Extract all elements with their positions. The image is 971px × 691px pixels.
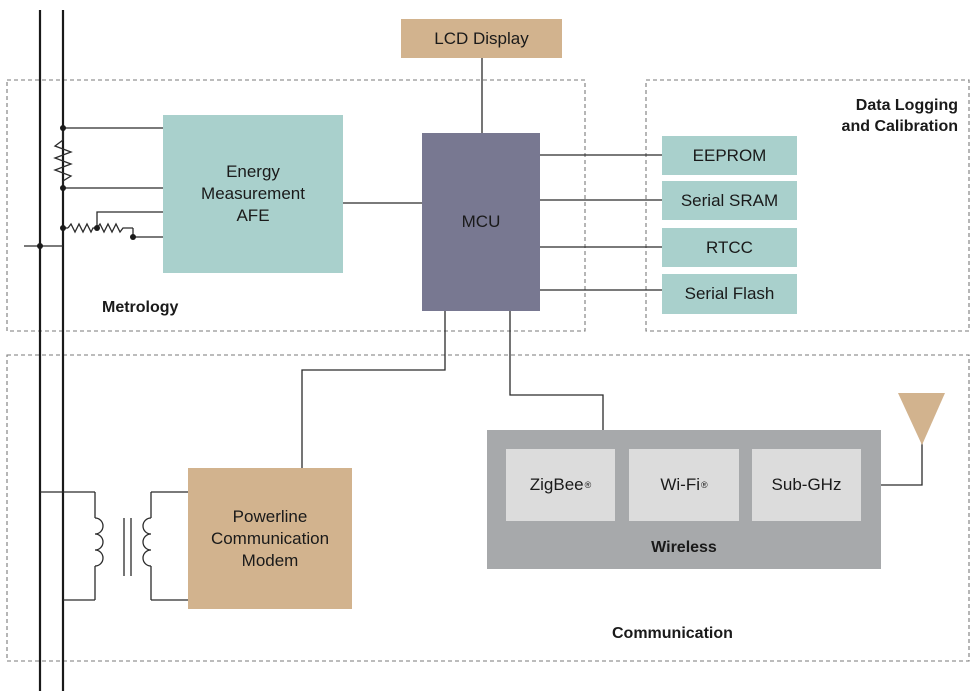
mcu-wireless-link [509,311,604,430]
lcd-display-label: LCD Display [434,28,529,48]
zigbee-registered-mark: ® [584,480,592,490]
data-logging-region [645,79,970,332]
rtcc-block: RTCC [662,228,797,267]
eeprom-block: EEPROM [662,136,797,175]
wireless-title: Wireless [651,539,717,556]
wifi-chip: Wi-Fi® [629,449,739,521]
antenna-icon [898,393,945,445]
energy-measurement-afe-block: Energy Measurement AFE [163,115,343,273]
eeprom-label: EEPROM [692,145,767,165]
plc-label-line2: Communication [210,528,330,548]
serial-sram-block: Serial SRAM [662,181,797,220]
subghz-chip: Sub-GHz [752,449,861,521]
mcu-label: MCU [461,212,501,231]
lcd-display-block: LCD Display [401,19,562,58]
rtcc-label: RTCC [706,237,753,257]
mcu-plc-link [301,311,446,468]
communication-region [6,354,970,662]
plc-label-line3: Modem [241,550,299,570]
transformer-icon [40,491,188,601]
plc-label-line1: Powerline [232,506,308,526]
subghz-label: Sub-GHz [771,475,842,494]
afe-label-line2: Measurement [201,184,305,203]
afe-label-line1: Energy [226,162,280,181]
wifi-registered-mark: ® [701,480,708,490]
shunt-resistor-icon [53,125,163,191]
data-logging-label-line1: Data Logging [855,97,958,114]
powerline-modem-block: Powerline Communication Modem [188,468,352,609]
voltage-divider-icon [24,211,163,249]
serial-sram-label: Serial SRAM [680,190,779,210]
zigbee-label: ZigBee [529,475,584,494]
afe-label-line3: AFE [236,206,270,225]
zigbee-chip: ZigBee® [506,449,615,521]
data-logging-label-line2: and Calibration [841,118,958,135]
wireless-panel: ZigBee® Wi-Fi® Sub-GHz Wireless [487,430,881,569]
metrology-region [6,79,586,332]
metrology-region-label: Metrology [102,299,179,316]
wifi-label: Wi-Fi [660,475,700,494]
serial-flash-label: Serial Flash [684,284,775,303]
mcu-block: MCU [422,133,540,311]
serial-flash-block: Serial Flash [662,274,797,314]
wireless-antenna-link [881,440,923,486]
communication-region-label: Communication [612,625,733,642]
